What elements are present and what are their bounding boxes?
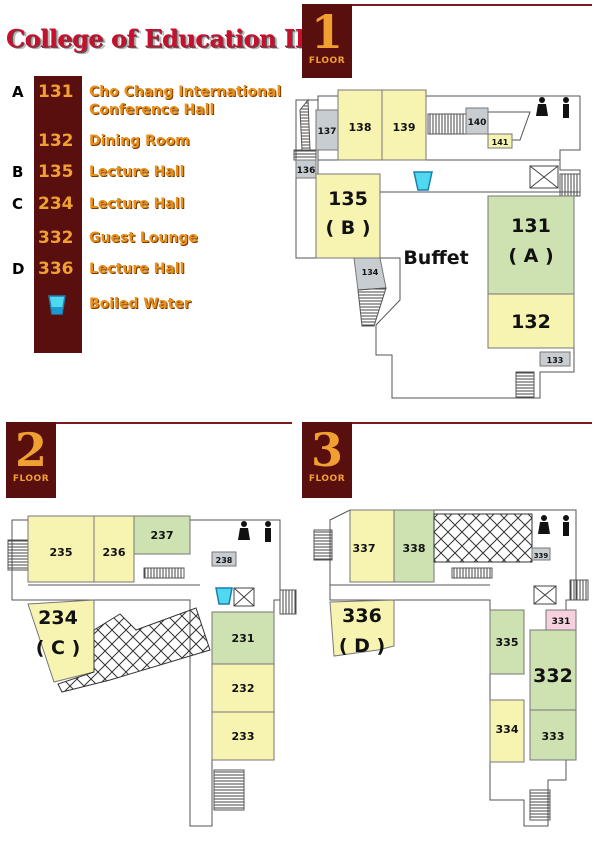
water-cup-icon <box>48 295 66 315</box>
room-label-233: 233 <box>232 730 255 743</box>
room-label-136: 136 <box>297 166 316 176</box>
room-label-138: 138 <box>349 121 372 134</box>
floor-2-water-icon <box>215 587 233 605</box>
floor-3-rooms <box>329 509 577 763</box>
room-label-236: 236 <box>103 546 126 559</box>
legend-room-name: Guest Lounge <box>89 230 198 246</box>
legend-letter: B <box>12 163 24 181</box>
room-label-336: 336 <box>342 605 382 627</box>
floor-2-label: FLOOR <box>12 474 50 484</box>
room-133 <box>539 351 571 367</box>
legend-room-number: 332 <box>38 228 74 248</box>
legend-room-number: 132 <box>38 131 74 151</box>
room-label-237: 237 <box>151 529 174 542</box>
floor-1-rule <box>352 4 592 6</box>
legend-room-number: 336 <box>38 259 74 279</box>
room-label-333: 333 <box>542 730 565 743</box>
room-label-339: 339 <box>534 552 549 560</box>
room-336 <box>329 599 395 657</box>
legend-room-name: Cho Chang International Conference Hall <box>89 83 281 119</box>
room-135 <box>315 173 381 259</box>
room-label-140: 140 <box>468 118 487 128</box>
room-137 <box>315 109 339 151</box>
room-236 <box>93 515 135 583</box>
floor-3-number: 3 <box>310 423 343 477</box>
floor-2-number: 2 <box>14 423 47 477</box>
room-label-234: 234 <box>38 607 78 629</box>
room-label-232: 232 <box>232 682 255 695</box>
legend-water-name: Boiled Water <box>89 296 191 312</box>
floor-1-restroom-icons <box>536 97 569 118</box>
room-label-133: 133 <box>547 356 564 365</box>
floor-2-badge: 2 FLOOR <box>6 422 56 498</box>
legend-room-name: Lecture Hall <box>89 196 185 212</box>
room-label-338: 338 <box>403 542 426 555</box>
floor-1-label: FLOOR <box>308 56 346 66</box>
room-label-132: 132 <box>511 311 551 333</box>
buffet-label: Buffet <box>403 247 468 269</box>
room-233 <box>211 711 275 761</box>
legend-room-name-line: Conference Hall <box>89 102 215 118</box>
legend-room-number: 131 <box>38 82 74 102</box>
room-labels: 138 139 137 136 140 141 135 ( B ) 134 Bu… <box>36 118 573 743</box>
room-label-139: 139 <box>393 121 416 134</box>
room-335 <box>489 609 525 675</box>
room-132 <box>487 293 575 349</box>
room-label-135-letter: ( B ) <box>325 217 370 239</box>
legend-room-name: Dining Room <box>89 133 190 149</box>
legend-room-number: 135 <box>38 162 74 182</box>
room-338 <box>393 509 435 583</box>
floor-3-badge: 3 FLOOR <box>302 422 352 498</box>
floor-3-restroom-icons <box>538 515 569 536</box>
floor-3-label: FLOOR <box>308 474 346 484</box>
legend-room-name: Lecture Hall <box>89 261 185 277</box>
room-238 <box>211 551 237 567</box>
room-label-134: 134 <box>362 268 379 277</box>
room-label-231: 231 <box>232 632 255 645</box>
floor-1-badge: 1 FLOOR <box>302 4 352 78</box>
room-138 <box>337 89 383 161</box>
floor-2-rooms <box>27 515 275 761</box>
room-label-335: 335 <box>496 636 519 649</box>
room-label-336-letter: ( D ) <box>339 635 385 657</box>
room-label-131-letter: ( A ) <box>508 245 553 267</box>
legend-room-name-line: Cho Chang International <box>89 84 282 100</box>
room-332 <box>529 629 577 711</box>
room-label-135: 135 <box>328 188 368 210</box>
legend-letter: A <box>12 83 24 101</box>
floor-1-water-icon <box>413 171 433 191</box>
room-333 <box>529 709 577 761</box>
room-label-235: 235 <box>50 546 73 559</box>
room-label-141: 141 <box>492 138 509 147</box>
room-label-238: 238 <box>216 556 233 565</box>
room-140 <box>465 107 489 135</box>
floor-2-restroom-icons <box>238 521 271 542</box>
room-label-332: 332 <box>533 665 573 687</box>
legend-letter: D <box>12 260 25 278</box>
room-label-334: 334 <box>496 723 519 736</box>
room-139 <box>381 89 427 161</box>
room-label-234-letter: ( C ) <box>36 637 81 659</box>
room-label-137: 137 <box>318 127 337 137</box>
legend-letter: C <box>12 195 24 213</box>
floor-2-rule <box>56 422 292 424</box>
room-232 <box>211 663 275 713</box>
room-237 <box>133 515 191 555</box>
room-label-331: 331 <box>552 617 571 627</box>
room-339 <box>531 547 551 561</box>
room-label-337: 337 <box>353 542 376 555</box>
legend-room-name: Lecture Hall <box>89 164 185 180</box>
room-136 <box>295 159 317 179</box>
room-334 <box>489 699 525 763</box>
room-label-131: 131 <box>511 215 551 237</box>
floor-3-rule <box>352 422 592 424</box>
floor-1-number: 1 <box>310 5 343 59</box>
legend-room-number: 234 <box>38 194 74 214</box>
floor-1-rooms <box>295 89 575 367</box>
room-141 <box>487 133 513 149</box>
room-131 <box>487 195 575 295</box>
map-title: College of Education II <box>6 24 306 53</box>
